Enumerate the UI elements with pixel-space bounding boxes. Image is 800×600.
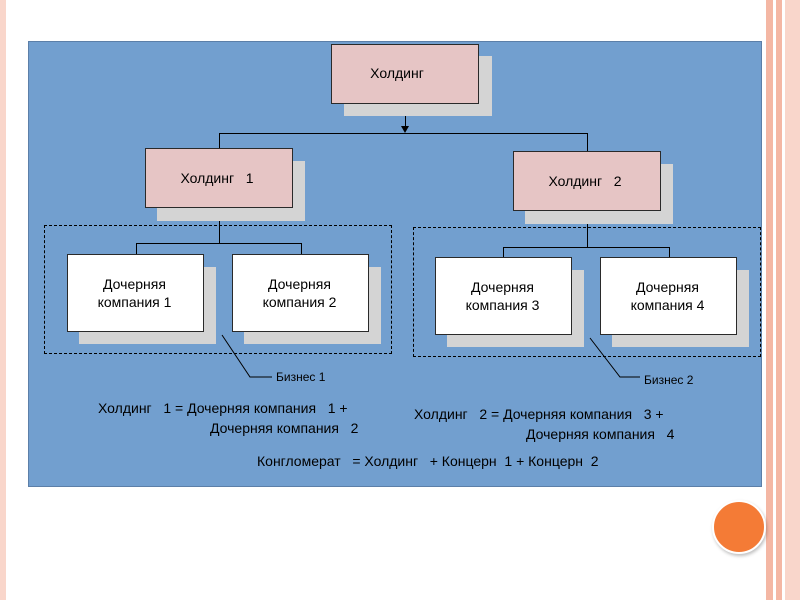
connector-sub2-drop — [301, 243, 302, 255]
left-stripe — [0, 0, 6, 600]
subsidiary-2-box: Дочерняя компания 2 — [232, 254, 369, 332]
business-group-2 — [413, 227, 761, 357]
subsidiary-2-label: Дочерняя компания 2 — [262, 276, 337, 310]
subsidiary-3-box: Дочерняя компания 3 — [435, 257, 572, 335]
subsidiary-1-box: Дочерняя компания 1 — [67, 254, 204, 332]
subsidiary-1-label: Дочерняя компания 1 — [97, 276, 172, 310]
subsidiary-4-box: Дочерняя компания 4 — [600, 257, 737, 335]
subsidiary-3-label: Дочерняя компания 3 — [465, 279, 540, 313]
business-group-1 — [44, 225, 392, 354]
business-1-label: Бизнес 1 — [276, 370, 326, 384]
holding1-label: Холдинг 1 — [180, 170, 254, 186]
orange-circle-decoration — [712, 500, 766, 554]
right-stripe-outer — [766, 0, 773, 600]
holding2-label: Холдинг 2 — [548, 173, 622, 189]
holding2-box: Холдинг 2 — [513, 151, 661, 211]
business-2-label: Бизнес 2 — [644, 373, 694, 387]
connector-sub3-drop — [503, 247, 504, 258]
connector-sub4-drop — [669, 247, 670, 258]
connector-sub1-drop — [136, 243, 137, 255]
right-stripe-inner — [785, 0, 800, 600]
formula-2-line-2: Дочерняя компания 4 — [526, 426, 675, 442]
connector-left-drop — [219, 133, 220, 149]
formula-1-line-1: Холдинг 1 = Дочерняя компания 1 + — [98, 400, 348, 416]
holding-box: Холдинг — [331, 44, 479, 104]
right-stripe-mid — [776, 0, 782, 600]
connector-top-horizontal — [219, 133, 587, 134]
subsidiary-4-label: Дочерняя компания 4 — [630, 279, 705, 313]
holding1-box: Холдинг 1 — [145, 148, 293, 208]
connector-right-drop — [587, 133, 588, 152]
connector-h2-horizontal — [503, 247, 669, 248]
formula-1-line-2: Дочерняя компания 2 — [210, 420, 359, 436]
conglomerate-formula: Конгломерат = Холдинг + Концерн 1 + Конц… — [257, 453, 599, 469]
connector-h1-horizontal — [136, 243, 302, 244]
holding-label: Холдинг — [370, 65, 424, 81]
connector-h2-down — [587, 210, 588, 247]
formula-2-line-1: Холдинг 2 = Дочерняя компания 3 + — [414, 406, 664, 422]
